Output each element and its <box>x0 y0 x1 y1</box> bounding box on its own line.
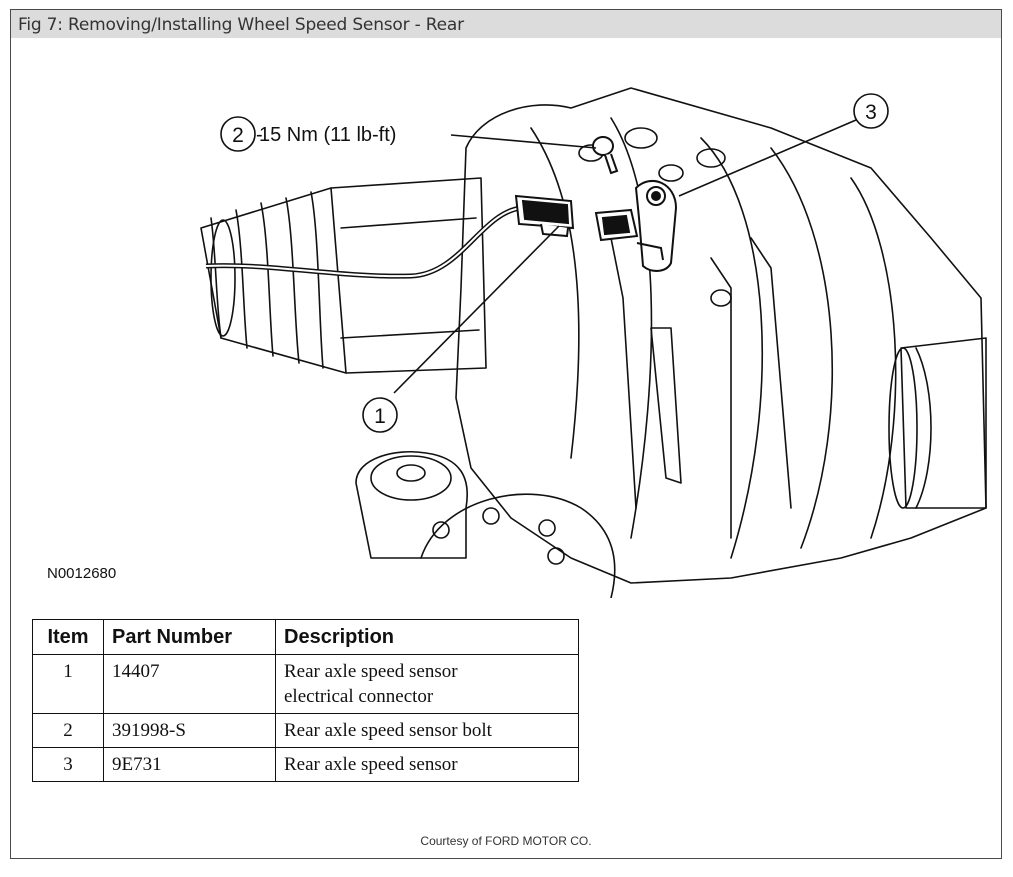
callout-2: 2 15 Nm (11 lb-ft) <box>220 116 396 152</box>
header-item: Item <box>32 619 104 655</box>
table-row: 1 14407 Rear axle speed sensor electrica… <box>32 654 579 714</box>
title-bar: Fig 7: Removing/Installing Wheel Speed S… <box>11 10 1001 38</box>
description-line: Rear axle speed sensor <box>284 661 458 682</box>
axle-illustration: 2 15 Nm (11 lb-ft) - 1 3 <box>200 87 987 598</box>
table-row: 2 391998-S Rear axle speed sensor bolt <box>32 713 579 748</box>
part-number-cell: 14407 <box>103 654 276 714</box>
figure-frame: Fig 7: Removing/Installing Wheel Speed S… <box>10 9 1002 859</box>
item-cell: 1 <box>32 654 104 714</box>
axle-shaft <box>200 187 347 374</box>
parts-table: Item Part Number Description 1 14407 Rea… <box>32 619 579 782</box>
part-number-cell: 391998-S <box>103 713 276 748</box>
item-cell: 3 <box>32 747 104 782</box>
item-cell: 2 <box>32 713 104 748</box>
figure-reference-code: N0012680 <box>47 565 117 582</box>
table-header-row: Item Part Number Description <box>32 619 579 655</box>
callout-1: 1 <box>362 397 398 433</box>
header-part-number: Part Number <box>103 619 276 655</box>
courtesy-note: Courtesy of FORD MOTOR CO. <box>420 834 592 848</box>
description-cell: Rear axle speed sensor bolt <box>275 713 579 748</box>
table-row: 3 9E731 Rear axle speed sensor <box>32 747 579 782</box>
description-cell: Rear axle speed sensor <box>275 747 579 782</box>
header-description: Description <box>275 619 579 655</box>
speed-sensor <box>594 179 678 272</box>
electrical-connector <box>514 194 575 238</box>
description-cell: Rear axle speed sensor electrical connec… <box>275 654 579 714</box>
svg-text:-: - <box>256 124 263 146</box>
callout-3: 3 <box>853 93 889 129</box>
differential-housing <box>455 87 987 584</box>
description-line: electrical connector <box>284 686 434 707</box>
callout-2-number: 2 <box>232 124 244 147</box>
figure-title: Fig 7: Removing/Installing Wheel Speed S… <box>18 15 464 35</box>
callout-1-number: 1 <box>374 405 386 428</box>
part-number-cell: 9E731 <box>103 747 276 782</box>
callout-2-torque-note: 15 Nm (11 lb-ft) <box>259 124 396 146</box>
callout-3-number: 3 <box>865 101 877 124</box>
mount-bushing <box>355 451 468 559</box>
drive-flange <box>420 493 616 598</box>
sensor-bolt <box>592 136 619 175</box>
